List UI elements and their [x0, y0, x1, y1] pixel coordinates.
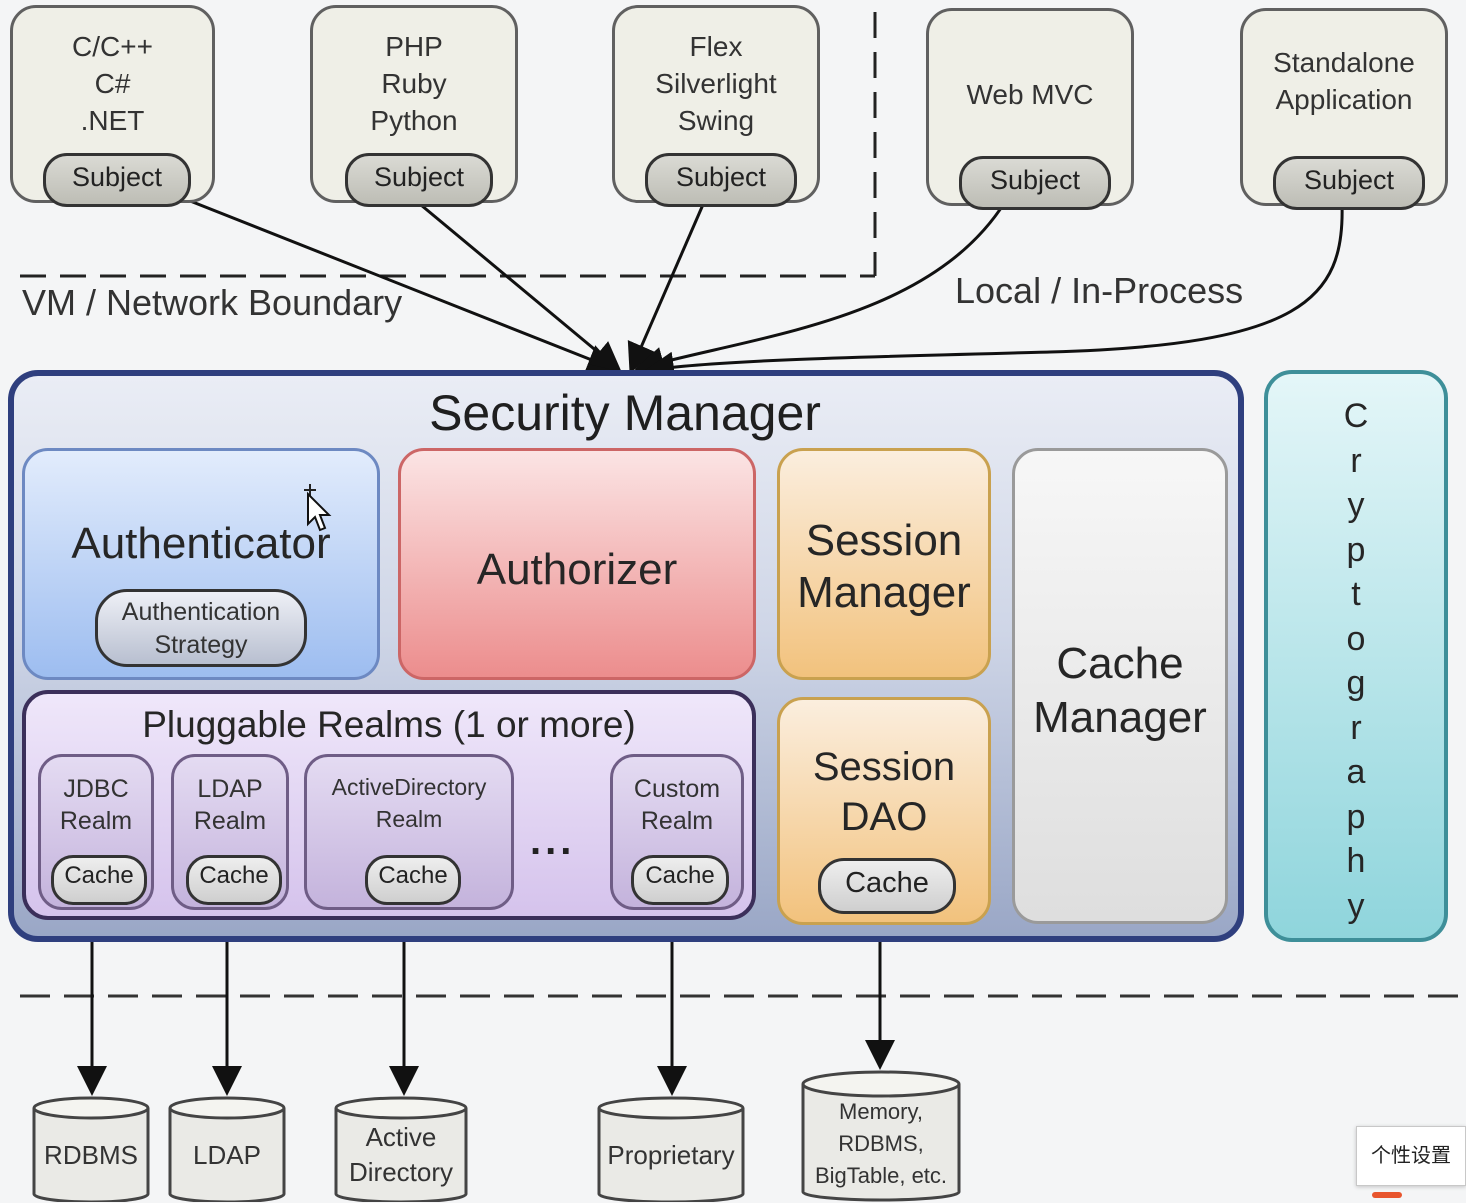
datastore-ldap: LDAP	[168, 1094, 286, 1202]
client-label: Web MVC	[966, 79, 1094, 110]
realm-jdbc: JDBC Realm Cache	[38, 754, 154, 910]
cache-pill: Cache	[365, 855, 461, 905]
realm-label: Custom Realm	[633, 775, 721, 835]
database-cylinder-icon	[801, 1070, 961, 1202]
cache-manager-box: Cache Manager	[1012, 448, 1228, 924]
authorizer-box: Authorizer	[398, 448, 756, 680]
local-in-process-label: Local / In-Process	[955, 270, 1244, 311]
datastore-active-directory: Active Directory	[334, 1094, 468, 1202]
cache-pill: Cache	[631, 855, 729, 905]
client-box-standalone: Standalone Application Subject	[1240, 8, 1448, 210]
pluggable-realms-box: Pluggable Realms (1 or more) JDBC Realm …	[22, 690, 756, 920]
session-manager-label: Session Manager	[797, 516, 971, 617]
arrow-client-5	[644, 203, 1344, 382]
realm-ldap: LDAP Realm Cache	[171, 754, 289, 910]
subject-pill: Subject	[43, 153, 191, 207]
client-label: Standalone Application	[1273, 47, 1415, 115]
cryptography-box: C r y p t o g r a p h y	[1264, 370, 1448, 942]
datastore-memory: Memory, RDBMS, BigTable, etc.	[801, 1068, 961, 1202]
client-label: PHP Ruby Python	[370, 31, 458, 136]
datastore-label: Memory, RDBMS, BigTable, etc.	[814, 1099, 948, 1188]
realm-custom: Custom Realm Cache	[610, 754, 744, 910]
authorizer-label: Authorizer	[476, 545, 678, 594]
datastore-label: Active Directory	[348, 1122, 453, 1187]
database-cylinder-icon	[168, 1096, 286, 1202]
realms-ellipsis: ...	[530, 819, 576, 863]
database-cylinder-icon	[334, 1096, 468, 1202]
subject-pill: Subject	[959, 156, 1111, 210]
database-cylinder-icon	[32, 1096, 150, 1202]
security-manager-title: Security Manager	[429, 385, 821, 441]
subject-pill: Subject	[1273, 156, 1425, 210]
vm-boundary-line	[20, 12, 877, 278]
datastore-label: Proprietary	[607, 1140, 735, 1170]
cache-manager-label: Cache Manager	[1033, 639, 1207, 742]
realm-label: LDAP Realm	[193, 775, 267, 835]
tooltip-accent	[1372, 1192, 1402, 1198]
arrow-client-2	[414, 198, 622, 372]
pluggable-realms-title: Pluggable Realms (1 or more)	[142, 704, 636, 745]
client-label: C/C++ C# .NET	[72, 31, 153, 136]
arrow-client-3	[627, 199, 707, 374]
arrow-client-4	[634, 201, 1007, 377]
client-box-php: PHP Ruby Python Subject	[310, 5, 518, 207]
datastore-label: RDBMS	[44, 1140, 138, 1170]
realm-label: ActiveDirectory Realm	[331, 774, 487, 832]
authenticator-label: Authenticator	[71, 519, 331, 568]
realm-activedirectory: ActiveDirectory Realm Cache	[304, 754, 514, 910]
datastore-rdbms: RDBMS	[32, 1094, 150, 1202]
realm-label: JDBC Realm	[59, 775, 133, 835]
datastore-proprietary: Proprietary	[597, 1094, 745, 1202]
cache-pill: Cache	[818, 858, 956, 914]
mouse-cursor-icon	[304, 484, 332, 532]
cache-pill: Cache	[51, 855, 147, 905]
authenticator-box: Authenticator Authentication Strategy	[22, 448, 380, 680]
cache-pill: Cache	[186, 855, 282, 905]
client-box-webmvc: Web MVC Subject	[926, 8, 1134, 210]
settings-tooltip[interactable]: 个性设置	[1356, 1126, 1466, 1186]
client-box-cpp: C/C++ C# .NET Subject	[10, 5, 215, 207]
session-manager-box: Session Manager	[777, 448, 991, 680]
vm-network-boundary-label: VM / Network Boundary	[22, 282, 403, 323]
authentication-strategy-pill: Authentication Strategy	[95, 589, 307, 667]
client-label: Flex Silverlight Swing	[655, 31, 777, 136]
database-cylinder-icon	[597, 1096, 745, 1202]
cryptography-label: C r y p t o g r a p h y	[1343, 397, 1369, 925]
subject-pill: Subject	[345, 153, 493, 207]
session-dao-box: Session DAO Cache	[777, 697, 991, 925]
session-dao-label: Session DAO	[812, 745, 956, 839]
datastore-label: LDAP	[193, 1140, 261, 1170]
client-box-flex: Flex Silverlight Swing Subject	[612, 5, 820, 207]
subject-pill: Subject	[645, 153, 797, 207]
arrow-client-1	[174, 193, 618, 374]
